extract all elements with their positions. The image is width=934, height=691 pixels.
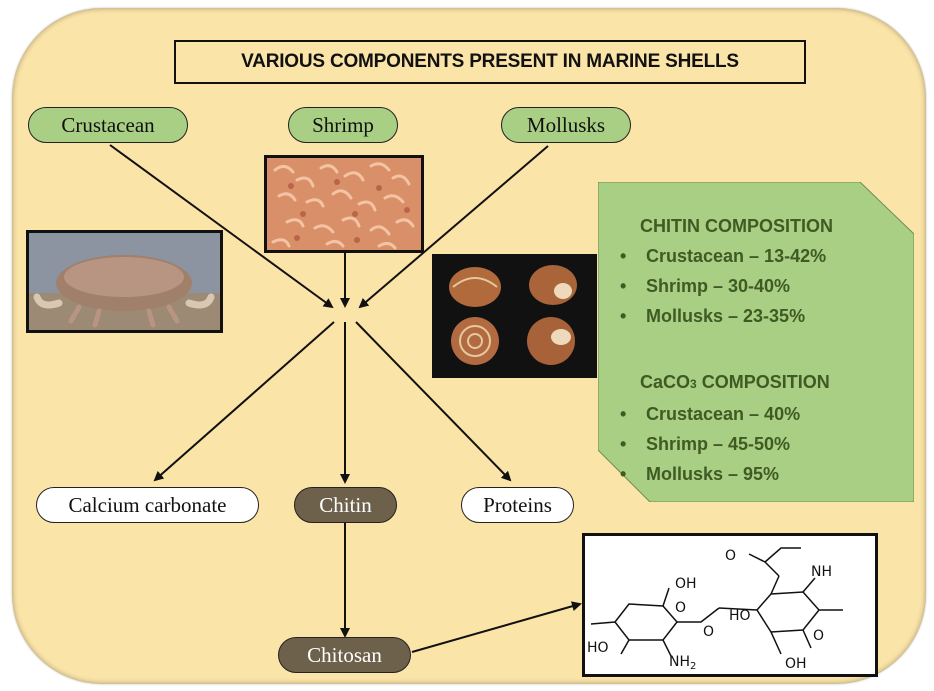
label-oh-bottom: OH	[785, 656, 807, 672]
nh2-main: NH	[669, 654, 690, 670]
chitin-item-mollusks: •Mollusks – 23-35%	[620, 306, 805, 327]
caco3-item-text: Crustacean – 40%	[646, 404, 800, 424]
nh2-subscript: 2	[690, 661, 696, 672]
chitosan-structure-box: O NH OH O HO NH2 O HO O OH	[582, 533, 878, 677]
label-ho-right: HO	[729, 608, 751, 624]
label-nh: NH	[811, 564, 832, 580]
chitin-item-text: Shrimp – 30-40%	[646, 276, 790, 296]
source-crustacean: Crustacean	[28, 107, 188, 143]
label-ho-left: HO	[587, 640, 609, 656]
caco3-item-crustacean: •Crustacean – 40%	[620, 404, 800, 425]
arrow-center-to-calcium	[155, 322, 334, 480]
label-carbonyl-o: O	[725, 548, 736, 564]
label-ring-o-right: O	[813, 628, 824, 644]
label-oh-top: OH	[675, 576, 697, 592]
bullet: •	[620, 306, 646, 327]
caco3-item-text: Mollusks – 95%	[646, 464, 779, 484]
chitosan-structure-drawing: O NH OH O HO NH2 O HO O OH	[585, 536, 875, 674]
caco3-item-text: Shrimp – 45-50%	[646, 434, 790, 454]
crab-photo	[26, 230, 223, 333]
bullet: •	[620, 404, 646, 425]
source-mollusks: Mollusks	[501, 107, 631, 143]
source-shrimp: Shrimp	[288, 107, 398, 143]
label-link-o: O	[703, 624, 714, 640]
product-proteins: Proteins	[461, 487, 574, 523]
chitin-composition-heading: CHITIN COMPOSITION	[640, 216, 833, 237]
caco3-heading-rest: COMPOSITION	[697, 372, 830, 392]
label-ring-o-left: O	[675, 600, 686, 616]
product-chitosan: Chitosan	[278, 637, 411, 673]
arrow-chitosan-to-structure	[412, 604, 580, 652]
shrimp-photo	[264, 155, 424, 253]
chitin-item-text: Mollusks – 23-35%	[646, 306, 805, 326]
caco3-subscript: 3	[690, 377, 697, 391]
bullet: •	[620, 434, 646, 455]
bullet: •	[620, 246, 646, 267]
composition-box: CHITIN COMPOSITION •Crustacean – 13-42% …	[598, 182, 914, 502]
bullet: •	[620, 464, 646, 485]
chitin-item-shrimp: •Shrimp – 30-40%	[620, 276, 790, 297]
caco3-item-shrimp: •Shrimp – 45-50%	[620, 434, 790, 455]
product-chitin: Chitin	[294, 487, 397, 523]
chitin-item-text: Crustacean – 13-42%	[646, 246, 826, 266]
bullet: •	[620, 276, 646, 297]
snails-photo	[432, 254, 597, 378]
label-nh2: NH2	[669, 654, 696, 672]
caco3-composition-heading: CaCO3 COMPOSITION	[640, 372, 830, 393]
caco3-item-mollusks: •Mollusks – 95%	[620, 464, 779, 485]
product-calcium-carbonate: Calcium carbonate	[36, 487, 259, 523]
caco3-formula: CaCO	[640, 372, 690, 392]
chitin-item-crustacean: •Crustacean – 13-42%	[620, 246, 826, 267]
